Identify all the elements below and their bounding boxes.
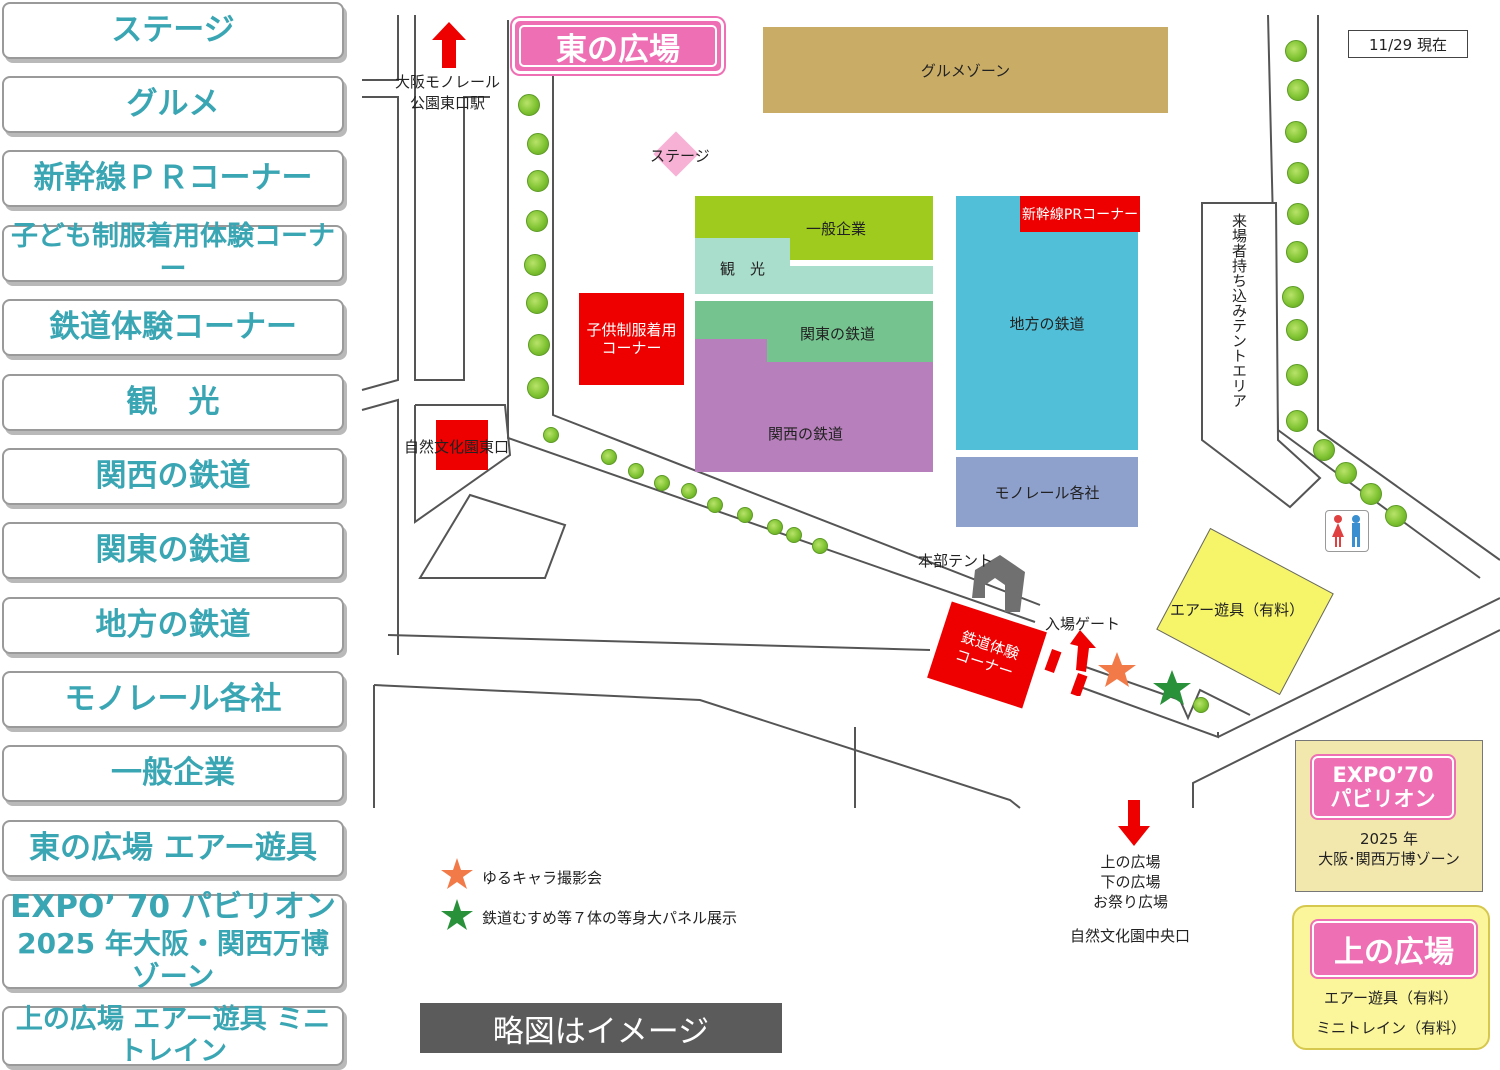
tree-icon: [601, 449, 617, 465]
entrance-label[interactable]: 入場ゲート: [1045, 615, 1121, 633]
menu-kansai-railway-button[interactable]: 関西の鉄道: [2, 448, 344, 505]
monorail-area[interactable]: モノレール各社: [956, 457, 1138, 527]
restroom-icon: [1325, 510, 1369, 552]
tree-icon: [526, 292, 548, 314]
legend-green-star-icon: [441, 899, 473, 930]
menu-gourmet-button[interactable]: グルメ: [2, 76, 344, 133]
menu-railway-experience-button[interactable]: 鉄道体験コーナー: [2, 299, 344, 356]
tourism-area: [695, 238, 933, 294]
tree-icon: [1193, 697, 1209, 713]
tree-icon: [1335, 462, 1357, 484]
menu-east-plaza-air-play-button[interactable]: 東の広場 エアー遊具: [2, 820, 344, 877]
east-plaza-title-badge: 東の広場: [512, 18, 724, 74]
hq-tent-shape: [972, 555, 1025, 612]
green-star-icon: [1153, 670, 1191, 705]
tree-icon: [1287, 79, 1309, 101]
menu-upper-plaza-button[interactable]: 上の広場 エアー遊具 ミニトレイン: [2, 1004, 344, 1067]
tree-icon: [1287, 162, 1309, 184]
expo70-title: EXPO’70 パビリオン: [1312, 756, 1454, 818]
tree-icon: [526, 210, 548, 232]
entrance-gate-icon: [1044, 630, 1096, 696]
tree-icon: [1285, 121, 1307, 143]
expo70-pavilion-box[interactable]: EXPO’70 パビリオン 2025 年 大阪･関西万博ゾーン: [1295, 740, 1483, 892]
upper-plaza-line1: エアー遊具（有料）: [1323, 989, 1459, 1007]
east-gate-label[interactable]: 自然文化園東口: [404, 438, 510, 456]
general-companies-label[interactable]: 一般企業: [806, 220, 867, 238]
date-label: 11/29 現在: [1348, 30, 1468, 58]
tree-icon: [681, 483, 697, 499]
menu-shinkansen-button[interactable]: 新幹線ＰＲコーナー: [2, 150, 344, 207]
map-note: 略図はイメージ: [420, 1003, 782, 1053]
tree-icon: [654, 475, 670, 491]
menu-monorail-button[interactable]: モノレール各社: [2, 671, 344, 728]
east-gate-marker: [436, 420, 488, 470]
stage-label[interactable]: ステージ: [650, 147, 710, 165]
map-title: 東の広場: [519, 25, 717, 68]
tree-icon: [786, 527, 802, 543]
legend-orange-star-label: ゆるキャラ撮影会: [482, 869, 603, 887]
tree-icon: [812, 538, 828, 554]
menu-tourism-button[interactable]: 観 光: [2, 374, 344, 431]
menu-general-companies-button[interactable]: 一般企業: [2, 745, 344, 802]
upper-plaza-box[interactable]: 上の広場 エアー遊具（有料） ミニトレイン（有料）: [1292, 905, 1490, 1050]
kanto-railway-area: [695, 301, 933, 362]
pavilion-blocks: [695, 196, 933, 472]
kanto-railway-label[interactable]: 関東の鉄道: [800, 325, 876, 343]
orange-star-icon: [1098, 652, 1136, 687]
general-companies-area: [695, 196, 933, 260]
tree-icon: [1286, 319, 1308, 341]
kansai-railway-label[interactable]: 関西の鉄道: [768, 425, 844, 443]
tree-icon: [1385, 505, 1407, 527]
legend-green-star-label: 鉄道むすめ等７体の等身大パネル展示: [482, 909, 738, 927]
tree-icon: [1285, 40, 1307, 62]
menu-kanto-railway-button[interactable]: 関東の鉄道: [2, 522, 344, 579]
tree-icon: [543, 427, 559, 443]
tree-icon: [737, 507, 753, 523]
upper-plaza-title: 上の広場: [1312, 921, 1476, 977]
up-arrow-icon: [432, 22, 466, 68]
tree-icon: [707, 497, 723, 513]
shinkansen-pr-corner[interactable]: 新幹線PRコーナー: [1020, 196, 1140, 232]
tree-icon: [524, 254, 546, 276]
tourism-label[interactable]: 観 光: [720, 260, 766, 278]
tree-icon: [1282, 286, 1304, 308]
tree-icon: [518, 94, 540, 116]
hq-tent-label[interactable]: 本部テント: [918, 552, 994, 570]
upper-plaza-line2: ミニトレイン（有料）: [1315, 1019, 1466, 1037]
menu-regional-railway-button[interactable]: 地方の鉄道: [2, 597, 344, 654]
expo70-text: 2025 年 大阪･関西万博ゾーン: [1318, 830, 1460, 868]
tree-icon: [1360, 483, 1382, 505]
tree-icon: [1313, 439, 1335, 461]
tree-icon: [527, 170, 549, 192]
menu-expo70-button[interactable]: EXPO’ 70 パビリオン 2025 年大阪・関西万博ゾーン: [2, 889, 344, 993]
tree-icon: [628, 463, 644, 479]
menu-uniform-button[interactable]: 子ども制服着用体験コーナー: [2, 221, 344, 285]
uniform-corner[interactable]: 子供制服着用 コーナー: [579, 293, 684, 385]
tree-icon: [527, 377, 549, 399]
central-gate-label[interactable]: 自然文化園中央口: [1070, 927, 1191, 945]
tree-icon: [767, 519, 783, 535]
down-arrow-icon: [1118, 800, 1150, 846]
menu-stage-button[interactable]: ステージ: [2, 2, 344, 59]
tree-icon: [527, 133, 549, 155]
legend-orange-star-icon: [441, 858, 473, 889]
tree-icon: [1286, 410, 1308, 432]
kansai-railway-area: [695, 339, 933, 472]
tree-icon: [1286, 241, 1308, 263]
tree-icon: [1287, 203, 1309, 225]
south-exit-label[interactable]: 上の広場 下の広場 お祭り広場: [1093, 853, 1169, 911]
tent-area-label[interactable]: 来場者持ち込みテントエリア: [1230, 213, 1248, 408]
regional-railway-area[interactable]: 地方の鉄道: [956, 196, 1138, 450]
tree-icon: [528, 334, 550, 356]
air-play-label[interactable]: エアー遊具（有料）: [1170, 601, 1305, 619]
station-label: 大阪モノレール 公園東口駅: [395, 73, 501, 112]
tree-icon: [1286, 364, 1308, 386]
gourmet-zone[interactable]: グルメゾーン: [763, 27, 1168, 113]
